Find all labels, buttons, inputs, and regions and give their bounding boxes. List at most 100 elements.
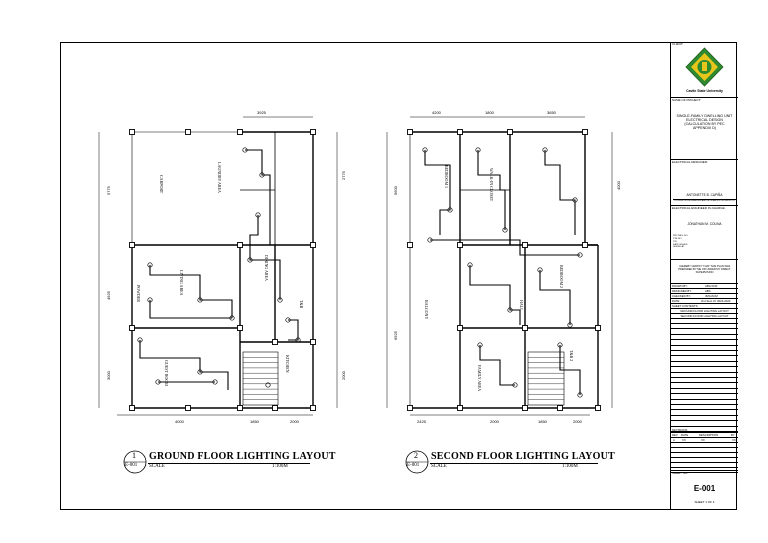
blank-row <box>671 346 738 351</box>
light-fixture-icon <box>572 197 578 203</box>
dimension-label: 2000 <box>341 370 346 380</box>
light-fixture-icon <box>147 262 153 268</box>
light-fixture-icon <box>542 147 548 153</box>
engineer-details: PRC REG. NO. PTR NO. TIN DATE ISSUED ISS… <box>673 235 688 249</box>
revision-blank-row <box>671 453 738 458</box>
ground-callout-number: 1 <box>132 451 136 460</box>
rev-cell: XX <box>701 437 705 442</box>
column-square <box>507 129 513 135</box>
second-callout-number: 2 <box>414 451 418 460</box>
project-line: (CALCULATION BY PEC <box>684 122 725 127</box>
light-fixture-icon <box>255 212 261 218</box>
ground-callout-ref: E-001 <box>125 463 138 468</box>
lighting-circuit-wire <box>149 265 233 318</box>
dimension-label: 1850 <box>538 419 548 424</box>
column-square <box>310 339 316 345</box>
field-key: DATE: <box>672 298 681 303</box>
light-fixture-icon <box>447 207 453 213</box>
certification-section: I HEREBY CERTIFY THAT THIS PLAN WAS PREP… <box>671 260 738 284</box>
light-fixture-icon <box>502 227 508 233</box>
project-label: NAME OF PROJECT: <box>672 98 702 102</box>
lighting-circuit-wire <box>544 150 576 235</box>
light-fixture-icon <box>512 382 518 388</box>
field-key: DESIGNED BY: <box>672 288 692 293</box>
revision-blank-row <box>671 463 738 468</box>
light-fixture-icon <box>212 379 218 385</box>
dimension-label: 2425 <box>417 419 427 424</box>
column-square <box>129 242 135 248</box>
light-fixture-icon <box>422 147 428 153</box>
project-name: SINGLE-FAMILY DWELLING UNIT ELECTRICAL D… <box>671 114 738 131</box>
light-fixture-icon <box>155 379 161 385</box>
ground-scale-label: SCALE <box>149 464 165 469</box>
light-fixture-icon <box>577 252 583 258</box>
field-value: JMC/ACM <box>705 293 718 298</box>
light-fixture-icon <box>247 257 253 263</box>
blank-row <box>671 341 738 346</box>
lighting-circuit-wire <box>245 149 271 245</box>
room-label: BALCONY <box>424 300 429 319</box>
column-square <box>310 129 316 135</box>
second-floor-title: SECOND FLOOR LIGHTING LAYOUT <box>431 451 615 462</box>
lighting-circuit-wire <box>249 215 281 300</box>
field-value: 2nd Sem AY 2023-2024 <box>701 298 731 303</box>
revision-blank-row <box>671 448 738 453</box>
dimension-label: 2000 <box>573 419 583 424</box>
dimension-label: 1850 <box>250 419 260 424</box>
project-line: APPENDIX D) <box>693 126 716 131</box>
column-square <box>522 325 528 331</box>
column-square <box>457 405 463 411</box>
sheet-contents-header: SHEET CONTENTS: <box>671 304 738 309</box>
dimension-label: 2775 <box>341 170 346 180</box>
light-fixture-icon <box>285 317 291 323</box>
light-fixture-icon <box>242 147 248 153</box>
light-fixture-icon <box>537 267 543 273</box>
rev-cell: A <box>673 437 675 442</box>
light-fixture-icon <box>577 392 583 398</box>
revision-blank-row <box>671 443 738 448</box>
lighting-circuit-wire <box>139 340 229 390</box>
contents-text: SECOND FLOOR LIGHTING LAYOUT <box>680 313 729 318</box>
engineer-detail: PRC REG. NO. <box>673 235 689 237</box>
revision-blank-row <box>671 468 738 473</box>
field-value: ABC <box>705 288 711 293</box>
blank-row <box>671 395 738 400</box>
room-label: GUEST ROOM <box>164 360 169 386</box>
room-label: T&B 2 <box>569 350 574 361</box>
room-label: FAMILY AREA <box>477 365 482 391</box>
sheet-of: SHEET 1 OF 4 <box>694 500 715 504</box>
ground-scale-value: 1:100M <box>272 464 288 469</box>
light-fixture-icon <box>557 342 563 348</box>
lighting-circuit-wire <box>539 270 571 325</box>
designer-section: ELECTRICAL DESIGNER: ANTONETTE B. CAPIÑA… <box>671 160 738 206</box>
engineer-section: ELECTRICAL ENGINEER IN-CHARGE: JONATHAN … <box>671 206 738 260</box>
contents-text: GROUND FLOOR LIGHTING LAYOUT <box>680 308 729 313</box>
dimension-label: 4000 <box>175 419 185 424</box>
column-square <box>129 405 135 411</box>
column-square <box>595 405 601 411</box>
engineer-detail: DATE ISSUED <box>673 243 688 246</box>
column-square <box>522 242 528 248</box>
column-square <box>272 405 278 411</box>
designer-name: ANTONETTE B. CAPIÑA <box>686 193 723 197</box>
blank-row <box>671 319 738 324</box>
room-label: WALK-IN CLOSET <box>489 168 494 202</box>
light-fixture-icon <box>477 342 483 348</box>
lighting-circuit-wire <box>479 345 515 386</box>
dimension-label: 1800 <box>485 110 495 115</box>
lighting-circuit-wire <box>424 150 451 235</box>
dimension-label: 5600 <box>393 185 398 195</box>
light-fixture-icon <box>467 262 473 268</box>
light-fixture-icon <box>259 172 265 178</box>
column-square <box>457 242 463 248</box>
room-label: POWDER <box>136 285 141 302</box>
rev-col: DATE <box>681 432 689 437</box>
ground-floor-plan <box>98 116 338 416</box>
column-square <box>129 129 135 135</box>
revision-blank-row <box>671 458 738 463</box>
light-fixture-icon <box>229 315 235 321</box>
blank-row <box>671 330 738 335</box>
column-square <box>237 242 243 248</box>
dimension-label: 4000 <box>616 180 621 190</box>
